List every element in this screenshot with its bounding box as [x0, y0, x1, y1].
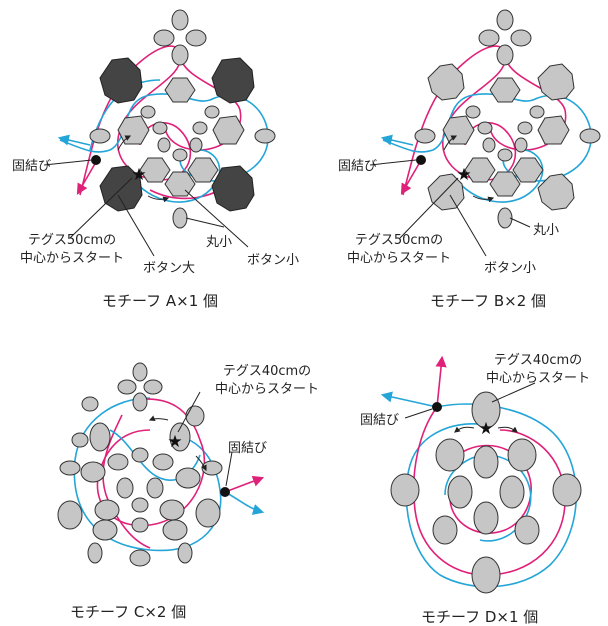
motif-d-start-label-2: 中心からスタート	[486, 371, 590, 386]
motif-a-start-label-2: 中心からスタート	[20, 251, 124, 266]
motif-a-knot-label: 固結び	[12, 159, 51, 174]
motif-b-start-label-1: テグス50cmの	[355, 233, 443, 248]
motif-a-large-button-label: ボタン大	[143, 261, 195, 276]
motif-b-small-button-label: ボタン小	[484, 261, 536, 276]
motif-d-knot-label: 固結び	[360, 413, 399, 428]
motif-d: ★ テグス40cmの 中心からスタート 固結び モチーフ D×1 個	[360, 353, 590, 626]
motif-b-knot-label: 固結び	[338, 159, 377, 174]
motif-d-caption: モチーフ D×1 個	[421, 608, 538, 626]
motif-a-caption: モチーフ A×1 個	[102, 292, 218, 310]
motif-a-small-round-label: 丸小	[206, 235, 232, 250]
motif-a-start-label-1: テグス50cmの	[28, 233, 116, 248]
motif-a: ★ 固結び テグス50cmの 中心からスタート 丸小 ボタン大 ボタン小 モチー…	[12, 9, 299, 310]
svg-text:★: ★	[131, 165, 146, 185]
motif-c-start-label-2: 中心からスタート	[215, 382, 319, 397]
motif-c: ★ テグス40cmの 中心からスタート 固結び モチーフ C×2 個	[57, 362, 319, 621]
motif-b-caption: モチーフ B×2 個	[430, 292, 546, 310]
motif-c-caption: モチーフ C×2 個	[70, 603, 186, 621]
motif-c-knot-label: 固結び	[228, 441, 267, 456]
motif-b-small-round-label: 丸小	[533, 223, 559, 238]
svg-text:★: ★	[167, 432, 182, 452]
svg-text:★: ★	[456, 165, 471, 185]
svg-text:★: ★	[478, 419, 493, 439]
motif-a-small-button-label: ボタン小	[247, 253, 299, 268]
motif-b-start-label-2: 中心からスタート	[347, 251, 451, 266]
motif-d-start-label-1: テグス40cmの	[494, 353, 582, 368]
motif-b: ★ 固結び テグス50cmの 中心からスタート 丸小 ボタン小 モチーフ B×2…	[338, 9, 601, 310]
motif-c-start-label-1: テグス40cmの	[223, 364, 311, 379]
